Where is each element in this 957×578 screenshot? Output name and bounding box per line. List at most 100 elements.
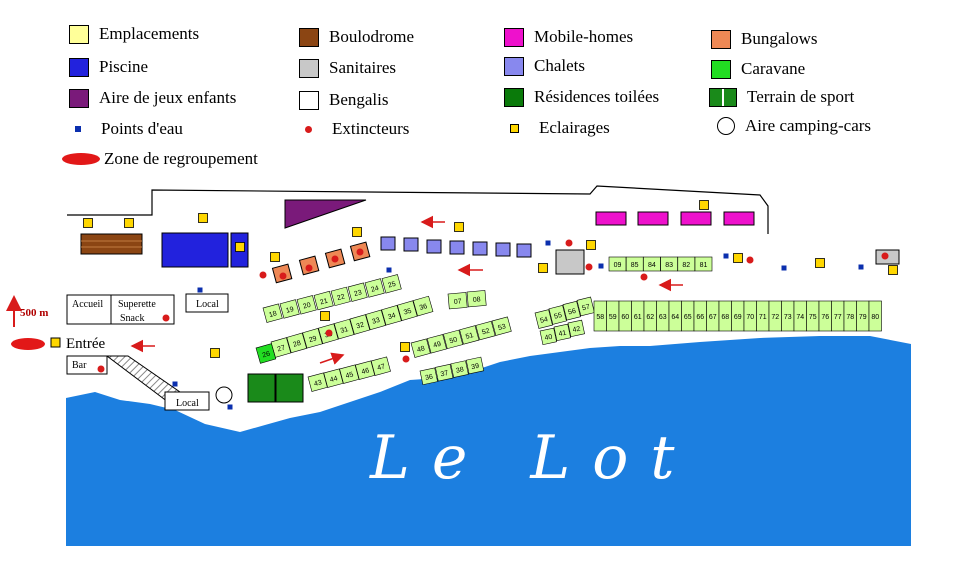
pitch-07: 07 (447, 292, 468, 310)
pitch-number: 24 (370, 285, 379, 294)
pitch-39: 39 (465, 356, 485, 375)
pitch-number: 52 (481, 328, 490, 337)
sanitaires-swatch (299, 58, 319, 78)
pitch-77: 77 (831, 300, 845, 332)
lighting-icon (538, 263, 548, 273)
pitch-number: 79 (859, 314, 867, 321)
legend-bengalis-label: Bengalis (329, 90, 389, 109)
entree-label: Entrée (66, 336, 105, 352)
pitch-80: 80 (868, 300, 882, 332)
pitch-number: 09 (614, 262, 622, 269)
pitch-58: 58 (593, 300, 607, 332)
pitch-71: 71 (756, 300, 770, 332)
pitch-19: 19 (279, 299, 300, 319)
bar-building (66, 355, 108, 375)
pitch-box (539, 327, 557, 346)
pitch-number: 07 (454, 298, 462, 306)
pitch-31: 31 (333, 318, 355, 340)
pitch-box (330, 286, 351, 307)
local-label-1: Local (196, 299, 219, 310)
pitch-number: 69 (734, 314, 742, 321)
pitch-number: 35 (403, 308, 413, 317)
pitch-number: 31 (340, 326, 350, 335)
pitch-38: 38 (450, 360, 469, 378)
pitch-60: 60 (618, 300, 632, 332)
legend-aire-camping-cars-label: Aire camping-cars (745, 116, 872, 135)
pitch-69: 69 (731, 300, 745, 332)
zone-regroupement (11, 338, 45, 350)
legend-bengalis: Bengalis (299, 88, 389, 112)
camper-area-icon (717, 117, 735, 135)
pitch-73: 73 (781, 300, 795, 332)
pitch-65: 65 (681, 300, 695, 332)
legend-piscine: Piscine (69, 55, 148, 79)
legend-emplacements: Emplacements (69, 22, 199, 46)
pitch-82: 82 (677, 256, 696, 272)
caravane-swatch (711, 59, 731, 79)
extinguisher-icon (97, 365, 105, 373)
water-point-icon (545, 240, 551, 246)
pitch-57: 57 (576, 296, 595, 317)
legend-bungalows-label: Bungalows (741, 29, 818, 48)
pitch-84: 84 (643, 256, 661, 272)
pitch-18: 18 (262, 303, 283, 323)
pitch-number: 54 (539, 316, 548, 325)
river-label: Le Lot (369, 423, 697, 493)
pitch-53: 53 (491, 316, 512, 336)
pitch-79: 79 (856, 300, 870, 332)
pitch-number: 39 (471, 363, 480, 371)
water-point-icon (858, 264, 864, 270)
pitch-09: 09 (608, 256, 627, 272)
pitch-54: 54 (534, 309, 553, 329)
pitch-box (333, 318, 355, 340)
pitch-26: 26 (255, 343, 277, 364)
pitch-number: 49 (433, 341, 442, 350)
extinguisher-icon (881, 252, 889, 260)
pitch-25: 25 (381, 274, 402, 294)
pitch-box (548, 305, 567, 325)
distance-label: 500 m (20, 307, 48, 319)
pitch-box (534, 309, 553, 329)
legend-bungalows: Bungalows (711, 27, 818, 51)
lighting-icon (454, 222, 464, 232)
pitch-52: 52 (475, 320, 496, 341)
pitch-21: 21 (313, 290, 334, 311)
pitch-number: 60 (621, 314, 629, 321)
pitch-23: 23 (347, 282, 368, 302)
pitch-number: 81 (700, 262, 708, 269)
river-le-lot (66, 336, 911, 546)
pitch-number: 42 (572, 326, 581, 334)
lighting-icon (210, 348, 220, 358)
pitch-number: 26 (262, 350, 272, 359)
pitch-number: 34 (387, 312, 397, 321)
pitch-74: 74 (793, 300, 807, 332)
extinguisher-icon (402, 355, 410, 363)
pitch-box (465, 356, 485, 375)
pitch-number: 68 (721, 314, 729, 321)
lighting-icon (400, 342, 410, 352)
boulodrome-swatch (299, 27, 319, 47)
legend-chalets-label: Chalets (534, 56, 585, 75)
extinguisher-icon (356, 248, 364, 256)
pitch-box (426, 334, 447, 354)
pitch-box (459, 325, 480, 345)
pitch-box (475, 320, 496, 341)
pitch-number: 47 (377, 363, 386, 372)
lighting-icon (320, 311, 330, 321)
pitch-70: 70 (743, 300, 757, 332)
residences-swatch (504, 87, 524, 107)
water-point-icon (172, 381, 178, 387)
pitch-box (553, 323, 571, 342)
pitch-number: 80 (871, 314, 879, 321)
pitch-box (262, 303, 283, 323)
pitch-55: 55 (548, 305, 567, 325)
pitches: 1819202122232425272829303132333435364344… (255, 256, 882, 392)
pitch-box (302, 328, 323, 349)
extinguisher-icon (279, 272, 287, 280)
pitch-box (410, 338, 431, 358)
extinguisher-icon (331, 255, 339, 263)
legend-terrain-sport-label: Terrain de sport (747, 87, 855, 106)
extinguisher-icon (305, 264, 313, 272)
pitch-number: 43 (313, 379, 322, 388)
mobile-homes-swatch (504, 27, 524, 47)
